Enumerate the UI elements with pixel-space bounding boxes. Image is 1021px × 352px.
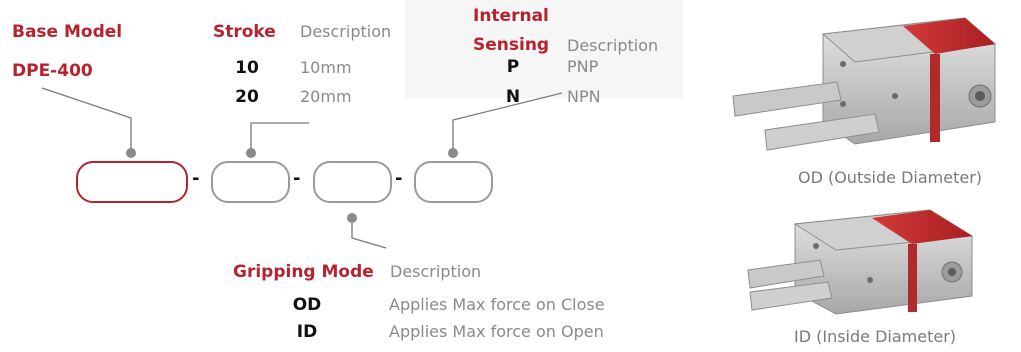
sensing-box — [414, 161, 493, 203]
sensing-desc-n: NPN — [567, 87, 601, 106]
stroke-desc-20: 20mm — [300, 87, 352, 106]
stroke-desc-10: 10mm — [300, 58, 352, 77]
sensing-description-header: Description — [567, 36, 659, 55]
od-gripper-image — [732, 17, 997, 151]
gripping-dot — [347, 213, 357, 223]
gripping-desc-od: Applies Max force on Close — [389, 295, 605, 314]
separator-3: - — [395, 168, 403, 189]
sensing-desc-p: PNP — [567, 57, 599, 76]
gripping-description-header: Description — [390, 262, 482, 281]
gripping-title: Gripping Mode — [233, 262, 374, 282]
stroke-code-20: 20 — [235, 87, 259, 107]
id-caption: ID (Inside Diameter) — [793, 327, 957, 346]
stroke-box — [211, 161, 290, 203]
sensing-code-n: N — [505, 87, 521, 107]
stroke-code-10: 10 — [235, 58, 259, 78]
sensing-code-p: P — [506, 57, 520, 77]
stroke-leader — [250, 122, 309, 152]
stroke-dot — [246, 148, 256, 158]
od-caption: OD (Outside Diameter) — [797, 168, 983, 187]
gripping-code-id: ID — [296, 322, 318, 342]
base-model-leader — [41, 87, 132, 152]
gripping-leader — [351, 218, 387, 249]
sensing-title-line1: Internal — [473, 6, 549, 26]
base-model-box — [76, 161, 188, 203]
base-model-dot — [126, 148, 136, 158]
gripping-box — [313, 161, 392, 203]
gripping-code-od: OD — [292, 295, 322, 315]
id-gripper-image — [747, 209, 974, 315]
sensing-leader — [452, 92, 563, 152]
stroke-description-header: Description — [300, 22, 392, 41]
sensing-title-line2: Sensing — [473, 35, 550, 55]
separator-1: - — [192, 168, 200, 189]
sensing-background-panel — [405, 0, 683, 98]
separator-2: - — [293, 168, 301, 189]
gripping-desc-id: Applies Max force on Open — [389, 322, 604, 341]
base-model-value: DPE-400 — [12, 61, 93, 81]
base-model-title: Base Model — [12, 22, 123, 42]
stroke-title: Stroke — [213, 22, 276, 42]
sensing-dot — [448, 148, 458, 158]
